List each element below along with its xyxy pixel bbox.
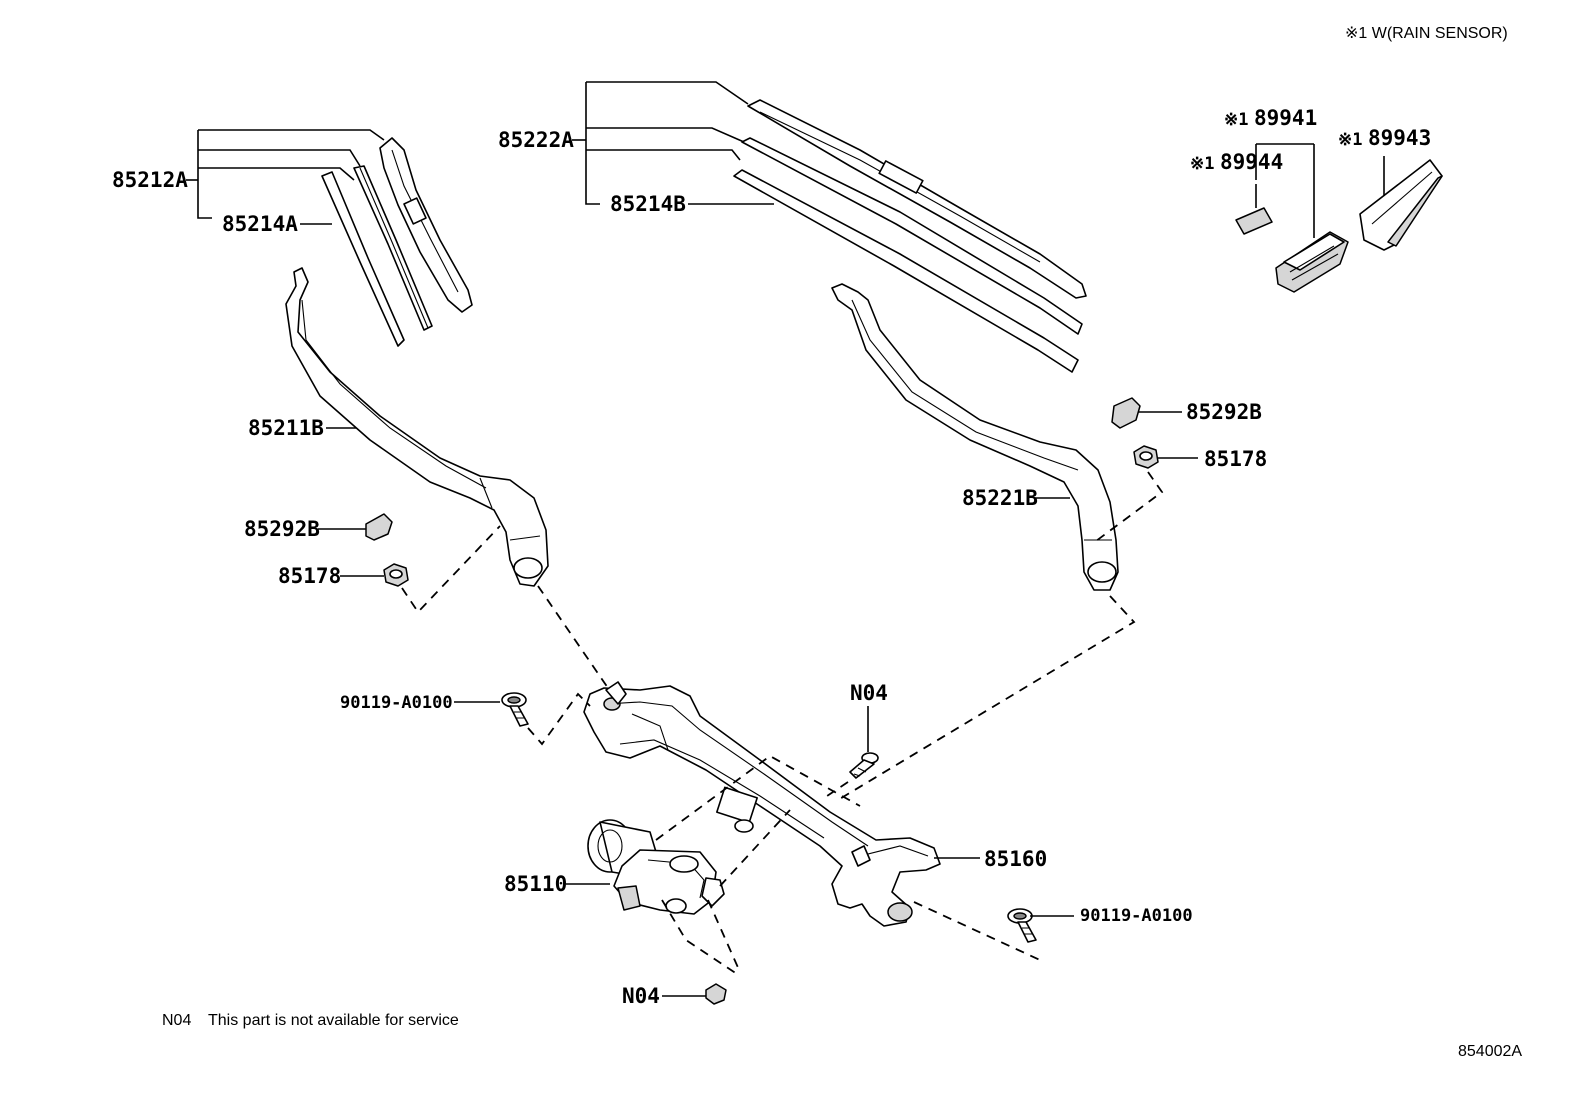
cap-85292B-right[interactable] [1111,397,1141,429]
nut-N04-bottom[interactable] [705,983,727,1005]
label-N04-bottom: N04 [622,984,660,1008]
label-85214A: 85214A [222,212,298,236]
left-blade-assembly[interactable] [321,137,473,347]
marker-89944: ※1 [1190,154,1214,174]
label-85160: 85160 [984,847,1047,871]
label-85178-left: 85178 [278,564,341,588]
bolt-90119-A0100-right[interactable] [1007,908,1037,943]
marker-89943: ※1 [1338,130,1362,150]
label-89944: 89944 [1220,150,1283,174]
label-90119-A0100-right: 90119-A0100 [1080,906,1193,926]
label-85222A: 85222A [498,128,574,152]
right-blade-assembly[interactable] [733,99,1087,373]
wiper-link-85160[interactable] [583,681,941,927]
label-85212A: 85212A [112,168,188,192]
label-89943: 89943 [1368,126,1431,150]
label-85211B: 85211B [248,416,324,440]
bolt-90119-A0100-left[interactable] [501,692,529,727]
rain-sensor-cover-89943[interactable] [1359,159,1443,251]
label-N04-top: N04 [850,681,888,705]
bolt-N04-top[interactable] [849,752,879,779]
label-85221B: 85221B [962,486,1038,510]
label-85214B: 85214B [610,192,686,216]
wiper-motor-85110[interactable] [587,819,725,915]
drawing-number: 854002A [1458,1043,1522,1060]
marker-89941: ※1 [1224,110,1248,130]
nut-85178-right[interactable] [1133,445,1159,469]
label-85292B-right: 85292B [1186,400,1262,424]
footer-note-code: N04 [162,1012,191,1029]
left-wiper-arm-85211B[interactable] [285,267,549,587]
cap-85292B-left[interactable] [365,513,393,541]
label-85110: 85110 [504,872,567,896]
rain-sensor-note: ※1 W(RAIN SENSOR) [1345,25,1508,42]
footer-note-text: This part is not available for service [208,1012,459,1029]
rain-sensor-pad-89944[interactable] [1235,207,1273,235]
rain-sensor-89941[interactable] [1275,231,1349,293]
right-wiper-arm-85221B[interactable] [831,283,1119,591]
label-85292B-left: 85292B [244,517,320,541]
label-90119-A0100-left: 90119-A0100 [340,693,453,713]
label-89941: 89941 [1254,106,1317,130]
label-85178-right: 85178 [1204,447,1267,471]
nut-85178-left[interactable] [383,563,409,587]
